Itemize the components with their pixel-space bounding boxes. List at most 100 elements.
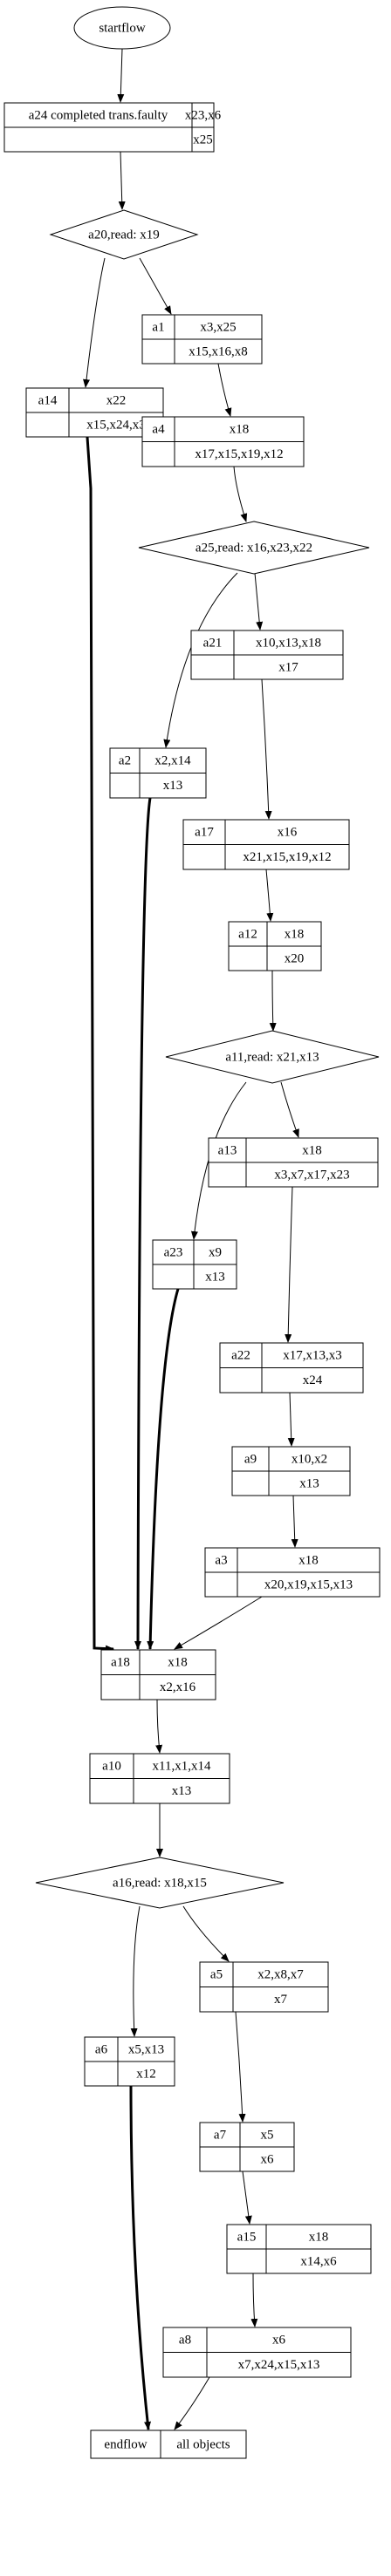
- node-a23: a23 x9 x13: [152, 1239, 237, 1290]
- edge-a24-to-d20: [118, 151, 126, 210]
- end-label: endflow: [104, 2437, 147, 2451]
- node-a15: a15 x18 x14,x6: [226, 2224, 372, 2274]
- activity-writes: x9: [209, 1245, 222, 1259]
- activity-reads: x21,x15,x19,x12: [243, 850, 331, 864]
- activity-reads: x17: [278, 660, 298, 674]
- node-a1: a1 x3,x25 x15,x16,x8: [141, 314, 263, 365]
- activity-name: a15: [237, 2230, 257, 2244]
- edge-a13-to-a22: [285, 1186, 293, 1343]
- activity-writes: x5: [261, 2128, 274, 2142]
- activity-writes: x10,x13,x18: [256, 636, 321, 650]
- edge-d25-to-a21: [254, 572, 264, 630]
- activity-name: a17: [195, 826, 214, 840]
- activity-name: a3: [215, 1553, 227, 1567]
- edge-d16-to-a6: [130, 1905, 141, 2037]
- activity-reads: x12: [136, 2067, 156, 2081]
- activity-name: a8: [179, 2334, 191, 2348]
- edge-a21-to-a17: [261, 678, 272, 820]
- node-a10: a10 x11,x1,x14 x13: [89, 1753, 230, 1804]
- decision-label: a25,read: x16,x23,x22: [196, 541, 312, 555]
- node-d16: a16,read: x18,x15: [35, 1857, 285, 1909]
- edge-a6-to-end: [129, 2085, 152, 2430]
- activity-reads: x13: [172, 1784, 192, 1798]
- edge-d20-to-a1: [139, 257, 172, 315]
- activity-reads: x2,x16: [160, 1680, 196, 1694]
- activity-reads: x25: [193, 133, 213, 147]
- edge-a1-to-a4: [217, 363, 232, 417]
- activity-reads: x13: [163, 779, 183, 793]
- edge-start-to-a24: [117, 48, 125, 103]
- edge-a17-to-a12: [265, 869, 274, 922]
- activity-name: a9: [244, 1452, 257, 1466]
- activity-name: a6: [95, 2042, 108, 2056]
- activity-name: a18: [111, 1656, 130, 1670]
- edge-a2-to-a18: [134, 797, 152, 1650]
- decision-label: a16,read: x18,x15: [113, 1876, 207, 1890]
- edge-a22-to-a9: [287, 1392, 295, 1447]
- activity-name: a12: [238, 927, 257, 941]
- activity-writes: x5,x13: [128, 2042, 164, 2056]
- activity-writes: x2,x14: [154, 754, 191, 768]
- activity-writes: x17,x13,x3: [283, 1349, 342, 1363]
- activity-name: a13: [218, 1143, 237, 1157]
- node-a13: a13 x18 x3,x7,x17,x23: [208, 1137, 379, 1188]
- activity-writes: x18: [230, 423, 250, 437]
- edge-a7-to-a15: [242, 2171, 252, 2225]
- activity-writes: x18: [302, 1143, 322, 1157]
- start-node: startflow: [73, 6, 171, 50]
- activity-writes: x18: [309, 2230, 329, 2244]
- activity-name: a14: [38, 393, 58, 407]
- decision-diamond: [49, 209, 199, 260]
- activity-reads: x13: [299, 1476, 319, 1490]
- edge-d20-to-a14: [83, 257, 106, 388]
- activity-name: a10: [102, 1760, 121, 1774]
- edge-a5-to-a7: [235, 2011, 246, 2123]
- node-d20: a20,read: x19: [49, 209, 199, 260]
- activity-name: a1: [152, 320, 164, 334]
- activity-reads: x15,x16,x8: [189, 344, 248, 358]
- edge-d16-to-a5: [182, 1905, 230, 1962]
- decision-diamond: [138, 521, 370, 575]
- activity-name: a24 completed trans.faulty: [29, 108, 168, 122]
- activity-name: a5: [210, 1968, 223, 1982]
- activity-name: a22: [231, 1349, 250, 1363]
- activity-writes: x3,x25: [200, 320, 236, 334]
- activity-name: a21: [203, 636, 223, 650]
- activity-writes: x18: [168, 1656, 188, 1670]
- decision-diamond: [165, 1030, 380, 1084]
- activity-reads: x14,x6: [300, 2254, 337, 2268]
- activity-reads: x15,x24,x3: [86, 418, 146, 432]
- edge-a8-to-end: [174, 2376, 210, 2430]
- edge-a3-to-a18: [174, 1596, 263, 1650]
- activity-writes: x22: [106, 393, 127, 407]
- edge-a23-to-a18: [147, 1288, 180, 1650]
- activity-writes: x10,x2: [292, 1452, 327, 1466]
- node-a21: a21 x10,x13,x18 x17: [190, 630, 344, 680]
- start-ellipse: [73, 6, 171, 50]
- activity-name: a23: [164, 1245, 183, 1259]
- activity-writes: x18: [298, 1553, 319, 1567]
- activity-writes: x11,x1,x14: [153, 1760, 211, 1774]
- edge-a12-to-d11: [269, 970, 277, 1032]
- edge-a14-to-a18: [86, 436, 114, 1653]
- activity-reads: x24: [303, 1373, 323, 1387]
- activity-name: a7: [214, 2128, 227, 2142]
- node-a14: a14 x22 x15,x24,x3: [25, 387, 164, 438]
- activity-reads: x3,x7,x17,x23: [274, 1168, 349, 1182]
- node-a6: a6 x5,x13 x12: [84, 2036, 175, 2087]
- activity-reads: x13: [205, 1270, 225, 1284]
- node-a9: a9 x10,x2 x13: [231, 1446, 351, 1496]
- node-d11: a11,read: x21,x13: [165, 1030, 380, 1084]
- edge-a9-to-a3: [291, 1495, 298, 1548]
- node-a22: a22 x17,x13,x3 x24: [219, 1342, 364, 1394]
- decision-label: a20,read: x19: [88, 228, 160, 242]
